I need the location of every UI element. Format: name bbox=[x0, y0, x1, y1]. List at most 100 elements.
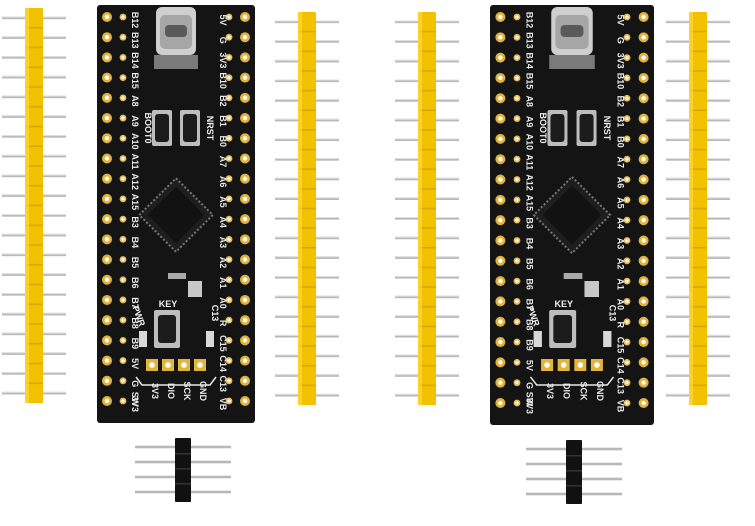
pin-label-right: A7 bbox=[218, 156, 228, 168]
pin-hole bbox=[104, 378, 110, 383]
header-notch bbox=[298, 168, 316, 170]
via-hole bbox=[121, 359, 125, 363]
pin-label-right: G bbox=[616, 37, 626, 44]
pin-label-left: 3V3 bbox=[524, 398, 534, 414]
header-notch bbox=[689, 384, 707, 387]
pin-label-left: A9 bbox=[524, 116, 534, 128]
via-hole bbox=[227, 96, 231, 100]
via-hole bbox=[625, 96, 629, 100]
header-notch bbox=[689, 247, 707, 249]
pin-label-right: A5 bbox=[218, 196, 228, 208]
pin-hole bbox=[242, 176, 248, 181]
via-hole bbox=[625, 381, 629, 385]
pin-label-left: A11 bbox=[524, 154, 534, 170]
via-hole bbox=[227, 136, 231, 140]
pin-hole bbox=[498, 319, 503, 324]
pin-label-left: B8 bbox=[524, 319, 534, 331]
pin-header-3 bbox=[395, 12, 459, 405]
pin-hole bbox=[242, 358, 248, 363]
header-notch bbox=[25, 165, 43, 167]
pin-label-right: 3V3 bbox=[218, 52, 228, 68]
header-notch bbox=[689, 266, 707, 269]
pin-hole bbox=[242, 136, 248, 141]
pin-label-left: A15 bbox=[524, 195, 534, 212]
small-header-notch bbox=[566, 485, 582, 487]
via-hole bbox=[625, 76, 629, 80]
via-hole bbox=[515, 56, 519, 60]
via-hole bbox=[515, 178, 519, 182]
via-hole bbox=[227, 359, 231, 363]
pin-label-left: B3 bbox=[130, 216, 140, 228]
swd-hole bbox=[544, 362, 550, 368]
header-notch bbox=[25, 145, 43, 148]
pin-label-right: C13 bbox=[616, 377, 626, 394]
pin-hole bbox=[104, 216, 110, 222]
pin-label-left: A8 bbox=[130, 95, 140, 107]
pin-hole bbox=[498, 238, 503, 243]
pin-label-right: A6 bbox=[616, 177, 626, 189]
via-hole bbox=[121, 237, 125, 241]
header-notch bbox=[418, 50, 436, 53]
via-hole bbox=[515, 137, 519, 141]
via-hole bbox=[515, 35, 519, 39]
header-notch bbox=[418, 345, 436, 347]
header-notch bbox=[25, 46, 43, 49]
via-hole bbox=[121, 116, 125, 120]
via-hole bbox=[121, 298, 125, 302]
via-hole bbox=[625, 178, 629, 182]
swd-label: 3V3 bbox=[545, 383, 555, 399]
pin-label-left: B6 bbox=[524, 278, 534, 290]
pin-hole bbox=[242, 257, 248, 262]
header-notch bbox=[689, 168, 707, 170]
pin-label-right: A3 bbox=[218, 237, 228, 249]
pin-label-right: 3V3 bbox=[616, 53, 626, 69]
swd-hole bbox=[560, 362, 567, 368]
pin-hole bbox=[242, 95, 248, 101]
via-hole bbox=[121, 379, 125, 383]
pin-label-left: A12 bbox=[130, 173, 140, 190]
user-led bbox=[603, 331, 612, 347]
via-hole bbox=[515, 320, 519, 324]
via-hole bbox=[121, 399, 125, 403]
pin-label-left: 3V3 bbox=[130, 396, 140, 412]
pin-hole bbox=[242, 237, 248, 242]
pin-label-right: R bbox=[218, 320, 228, 327]
pin-hole bbox=[498, 258, 503, 263]
pin-hole bbox=[641, 55, 646, 60]
pin-hole bbox=[498, 35, 503, 40]
via-hole bbox=[515, 360, 519, 364]
pin-label-right: B2 bbox=[218, 95, 228, 107]
pin-label-right: A6 bbox=[218, 176, 228, 188]
pin-label-left: B12 bbox=[524, 12, 534, 29]
header-notch bbox=[298, 286, 316, 288]
pin-label-right: B10 bbox=[616, 73, 626, 90]
header-notch bbox=[298, 266, 316, 269]
via-hole bbox=[515, 96, 519, 100]
via-hole bbox=[227, 338, 231, 342]
header-notch bbox=[689, 305, 707, 308]
via-hole bbox=[625, 360, 629, 364]
pin-label-left: B14 bbox=[524, 52, 534, 69]
small-header-notch bbox=[175, 468, 191, 470]
via-hole bbox=[625, 279, 629, 283]
pin-label-right: A0 bbox=[616, 299, 626, 311]
pin-label-left: B8 bbox=[130, 317, 140, 329]
pin-hole bbox=[242, 378, 248, 383]
header-notch bbox=[25, 323, 43, 325]
small-header-notch bbox=[566, 455, 582, 457]
header-notch bbox=[418, 247, 436, 249]
via-hole bbox=[227, 15, 231, 19]
pin-hole bbox=[104, 14, 110, 20]
pin-label-left: B7 bbox=[524, 299, 534, 311]
swd-label: GND bbox=[595, 381, 605, 402]
via-hole bbox=[121, 55, 125, 59]
via-hole bbox=[227, 258, 231, 262]
header-notch bbox=[418, 286, 436, 288]
via-hole bbox=[515, 157, 519, 161]
via-hole bbox=[121, 177, 125, 181]
swd-hole bbox=[577, 362, 584, 368]
via-hole bbox=[121, 217, 125, 221]
header-notch bbox=[418, 70, 436, 72]
